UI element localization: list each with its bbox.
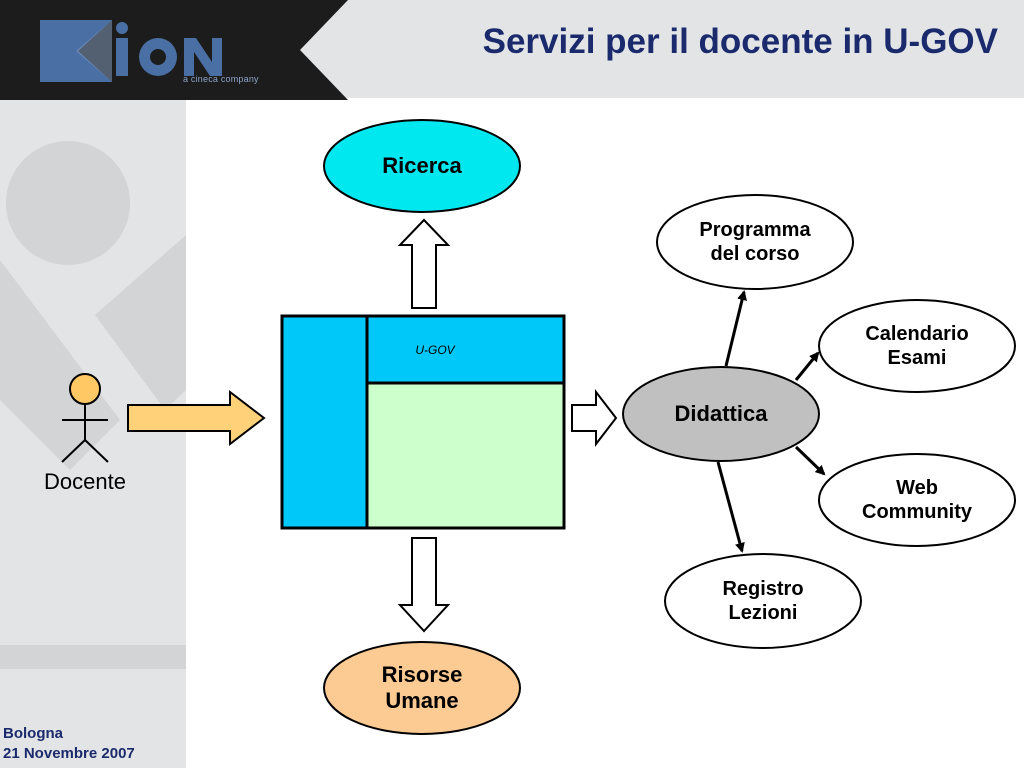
ugov-label: U-GOV xyxy=(415,342,455,357)
system-to-didattica-arrow xyxy=(571,389,618,447)
risorse-umane-label: Risorse Umane xyxy=(381,661,463,713)
connector-calendario xyxy=(794,351,820,381)
didattica-label: Didattica xyxy=(674,400,768,426)
kion-logo xyxy=(40,20,222,82)
ugov-system-box xyxy=(280,314,566,530)
slide-header: a cineca company Servizi per il docente … xyxy=(0,0,1024,100)
ricerca-node xyxy=(323,119,521,213)
slide-footer: Bologna 21 Novembre 2007 xyxy=(3,724,135,764)
actor-to-system-arrow xyxy=(127,389,266,447)
web-community-node xyxy=(818,453,1016,547)
ricerca-label: Ricerca xyxy=(382,152,462,178)
registro-lezioni-label: Registro Lezioni xyxy=(722,578,804,624)
calendario-esami-node xyxy=(818,299,1016,393)
footer-date: 21 Novembre 2007 xyxy=(3,745,135,762)
connector-programma xyxy=(724,290,747,367)
docente-label: Docente xyxy=(44,468,126,494)
footer-location: Bologna xyxy=(3,725,63,742)
system-to-ricerca-arrow xyxy=(397,218,451,309)
docente-actor-icon xyxy=(61,373,109,463)
programma-corso-label: Programma del corso xyxy=(699,219,811,265)
connector-registro xyxy=(716,461,745,553)
registro-lezioni-node xyxy=(664,553,862,649)
decorative-sidebar xyxy=(0,100,186,768)
calendario-esami-label: Calendario Esami xyxy=(865,323,969,369)
web-community-label: Web Community xyxy=(862,477,972,523)
system-to-risorse-arrow xyxy=(397,537,451,633)
didattica-node xyxy=(622,366,820,462)
connector-web-community xyxy=(794,445,826,476)
programma-corso-node xyxy=(656,194,854,290)
logo-tagline: a cineca company xyxy=(183,74,259,84)
slide-title: Servizi per il docente in U-GOV xyxy=(482,22,998,61)
risorse-umane-node xyxy=(323,641,521,735)
